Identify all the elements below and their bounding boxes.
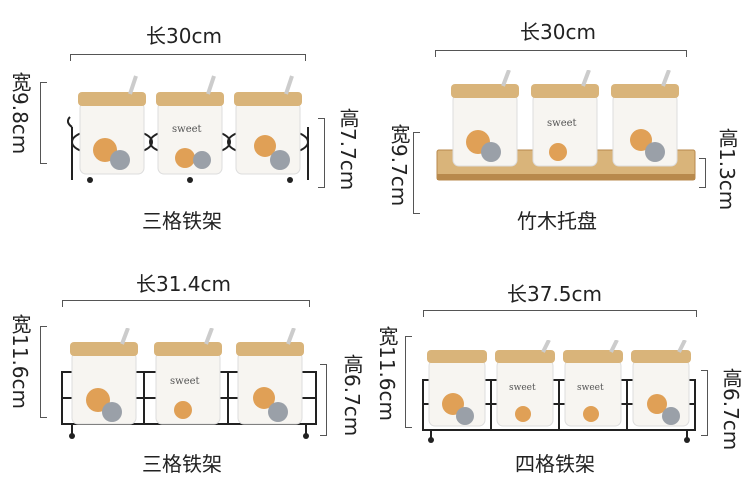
length-dimension-line [70,54,306,61]
product-caption: 四格铁架 [515,452,595,476]
svg-text:sweet: sweet [577,383,604,393]
product-caption: 竹木托盘 [517,209,597,233]
length-dimension-line [62,300,310,307]
width-dimension-line [40,326,47,418]
product-panel-4: 长37.5cm 宽11.6cm 高6.7cm [375,248,750,496]
height-label: 高7.7cm [336,108,360,191]
height-label: 高1.3cm [715,128,739,211]
product-image-three-jar-iron-rack: sweet [66,75,309,183]
product-image-four-jar-square-rack: sweet sweet [422,340,696,443]
product-panel-3: 长31.4cm 宽11.6cm 高6.7cm [0,248,375,496]
product-caption: 三格铁架 [142,452,222,476]
length-dimension-line [435,50,687,57]
length-dimension-line [423,310,697,317]
height-dimension-line [320,364,327,436]
length-label: 长30cm [520,20,596,44]
svg-text:sweet: sweet [170,376,200,387]
svg-text:sweet: sweet [547,118,577,129]
product-caption: 三格铁架 [142,209,222,233]
width-label: 宽9.7cm [387,124,411,207]
width-dimension-line [40,82,47,164]
height-label: 高6.7cm [719,368,743,451]
height-dimension-line [701,370,708,436]
product-image-bamboo-tray-set: sweet [436,70,696,181]
width-dimension-line [405,336,412,428]
product-image-three-jar-square-rack: sweet [61,328,317,439]
product-panel-2: 长30cm 宽9.7cm 高1.3cm sweet 竹木托盘 [375,0,750,248]
width-label: 宽11.6cm [8,314,32,410]
height-dimension-line [318,118,325,188]
svg-text:sweet: sweet [172,124,202,135]
height-label: 高6.7cm [340,354,364,437]
width-dimension-line [413,132,420,214]
height-dimension-line [699,158,706,188]
svg-text:sweet: sweet [509,383,536,393]
product-panel-1: 长30cm 宽9.8cm 高7.7cm [0,0,375,248]
length-label: 长30cm [146,24,222,48]
length-label: 长31.4cm [136,272,232,296]
width-label: 宽11.6cm [375,326,399,422]
width-label: 宽9.8cm [8,72,32,155]
length-label: 长37.5cm [507,282,603,306]
